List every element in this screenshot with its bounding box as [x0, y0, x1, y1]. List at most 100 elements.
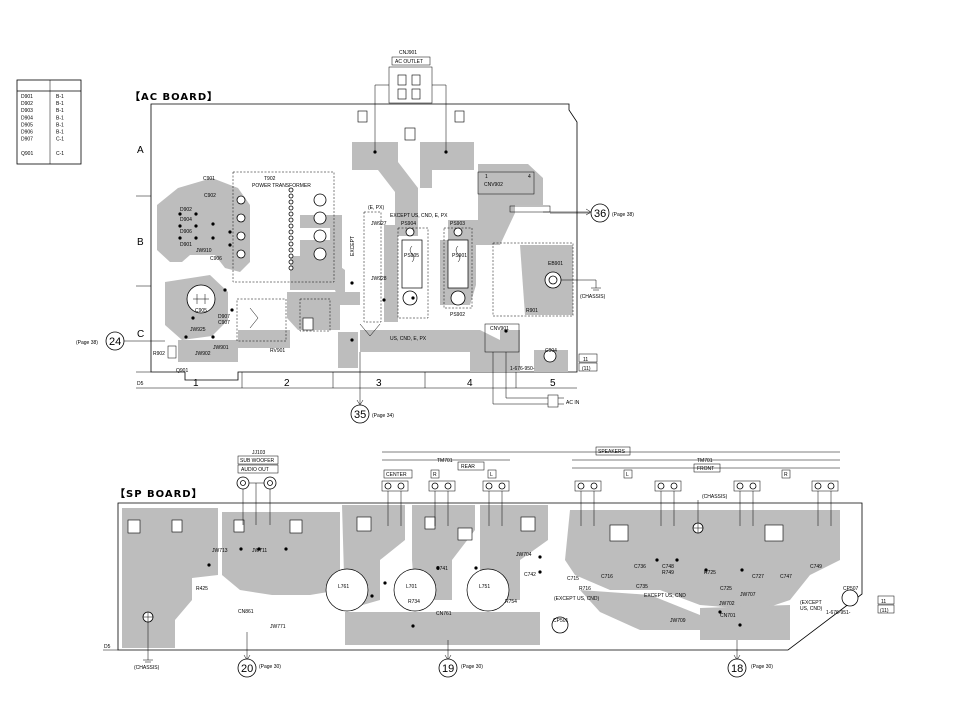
rear-label: REAR [461, 464, 475, 470]
ref-table-part: D901 [21, 94, 33, 100]
svg-text:Q901: Q901 [176, 368, 188, 374]
svg-text:L751: L751 [479, 584, 490, 590]
svg-text:CN701: CN701 [720, 613, 736, 619]
mounting-pad [233, 519, 245, 533]
solder-point [370, 594, 374, 598]
solder-point [655, 558, 659, 562]
grid-col-4: 4 [467, 378, 473, 389]
sp-board: 【SP BOARD】 D5 L761 L701 L751 CP501 CP5 [103, 446, 895, 678]
svg-text:C741: C741 [436, 566, 448, 572]
sp-except-d: US, CND) [800, 606, 823, 612]
svg-text:R901: R901 [526, 308, 538, 314]
svg-text:C736: C736 [634, 564, 646, 570]
ref-19-page: (Page 30) [461, 664, 483, 670]
front-r-label: R [784, 472, 788, 478]
mounting-pad [609, 524, 629, 542]
transformer-pin [288, 229, 294, 235]
svg-text:R734: R734 [408, 599, 420, 605]
mounting-pad [457, 527, 473, 541]
svg-text:PS905: PS905 [404, 253, 419, 259]
ref-table-part: D907 [21, 137, 33, 143]
transformer-pin [288, 205, 294, 211]
sp-chassis-mid-label: (CHASSIS) [702, 494, 728, 500]
transformer-pin [288, 187, 294, 193]
transformer-pin [288, 223, 294, 229]
tm701-label: TM701 [437, 458, 453, 464]
svg-text:CP501: CP501 [553, 618, 569, 624]
svg-text:C901: C901 [203, 176, 215, 182]
transformer-pad [313, 229, 327, 243]
terminal-minus [827, 482, 835, 490]
tm701-front-label: TM701 [697, 458, 713, 464]
solder-point [178, 236, 182, 240]
solder-point [474, 566, 478, 570]
mounting-pad [764, 524, 784, 542]
speaker-terminal [811, 480, 839, 492]
svg-text:CN861: CN861 [238, 609, 254, 615]
ref-table-part: Q901 [21, 151, 33, 157]
sp-board-number: 1-676-951- [826, 610, 851, 616]
svg-text:R749: R749 [662, 570, 674, 576]
jj103-label: JJ103 [252, 450, 266, 456]
solder-point [740, 568, 744, 572]
terminal-minus [749, 482, 757, 490]
ref-table-location: B-1 [56, 94, 64, 100]
front-label: FRONT [697, 466, 714, 472]
grid-col-2: 2 [284, 378, 290, 389]
sp-grade-b: (11) [880, 608, 889, 614]
solder-point [382, 298, 386, 302]
svg-text:C904: C904 [545, 348, 557, 354]
us-cnd-epx-label: US, CND, E, PX [390, 336, 427, 342]
transformer-pin [288, 235, 294, 241]
grid-row-a: A [137, 145, 144, 156]
audio-out-label: AUDIO OUT [241, 467, 269, 473]
terminal-plus [577, 482, 585, 490]
ref-table-part: D903 [21, 108, 33, 114]
svg-text:JW927: JW927 [371, 221, 387, 227]
svg-text:C715: C715 [567, 576, 579, 582]
sp-except-b-label: EXCEPT US, CND [644, 593, 686, 599]
ac-callout-24: 24 (Page 38) [76, 331, 165, 351]
ref-18-number: 18 [731, 663, 743, 675]
ref-24-page: (Page 38) [76, 340, 98, 346]
svg-text:D902: D902 [180, 207, 192, 213]
solder-point [211, 335, 215, 339]
solder-point [239, 547, 243, 551]
solder-point [194, 236, 198, 240]
sp-except-label: (EXCEPT US, CND) [554, 596, 600, 602]
svg-text:PS904: PS904 [401, 221, 416, 227]
ref-table-location: B-1 [56, 130, 64, 136]
ac-callout-35: 35 (Page 34) [350, 352, 394, 424]
solder-point [504, 329, 508, 333]
mounting-pad [356, 516, 372, 532]
svg-text:JW704: JW704 [516, 552, 532, 558]
ref-20-number: 20 [241, 663, 253, 675]
sp-d5-label: D5 [104, 644, 111, 650]
svg-text:R725: R725 [704, 570, 716, 576]
center-label: CENTER [386, 472, 407, 478]
sp-chassis-left-label: (CHASSIS) [134, 665, 160, 671]
speaker-terminal [654, 480, 682, 492]
rear-r-label: R [433, 472, 437, 478]
svg-text:D904: D904 [180, 217, 192, 223]
transformer-pad [236, 213, 246, 223]
svg-text:JW928: JW928 [371, 276, 387, 282]
svg-text:R716: R716 [579, 586, 591, 592]
solder-point [284, 547, 288, 551]
svg-text:C902: C902 [204, 193, 216, 199]
transformer-pad [313, 211, 327, 225]
ref-table-location: B-1 [56, 122, 64, 128]
solder-point [738, 623, 742, 627]
svg-text:JW901: JW901 [213, 345, 229, 351]
ac-callout-36: 36 (Page 38) [543, 203, 634, 223]
solder-point [191, 316, 195, 320]
ref-table-location: C-1 [56, 137, 64, 143]
ref-18-page: (Page 30) [751, 664, 773, 670]
eb901-chassis-label: (CHASSIS) [580, 294, 606, 300]
except-rot-label: EXCEPT [350, 236, 356, 256]
grid-row-b: B [137, 237, 144, 248]
svg-text:JW910: JW910 [196, 248, 212, 254]
terminal-plus [384, 482, 392, 490]
fuse-block [397, 227, 473, 319]
